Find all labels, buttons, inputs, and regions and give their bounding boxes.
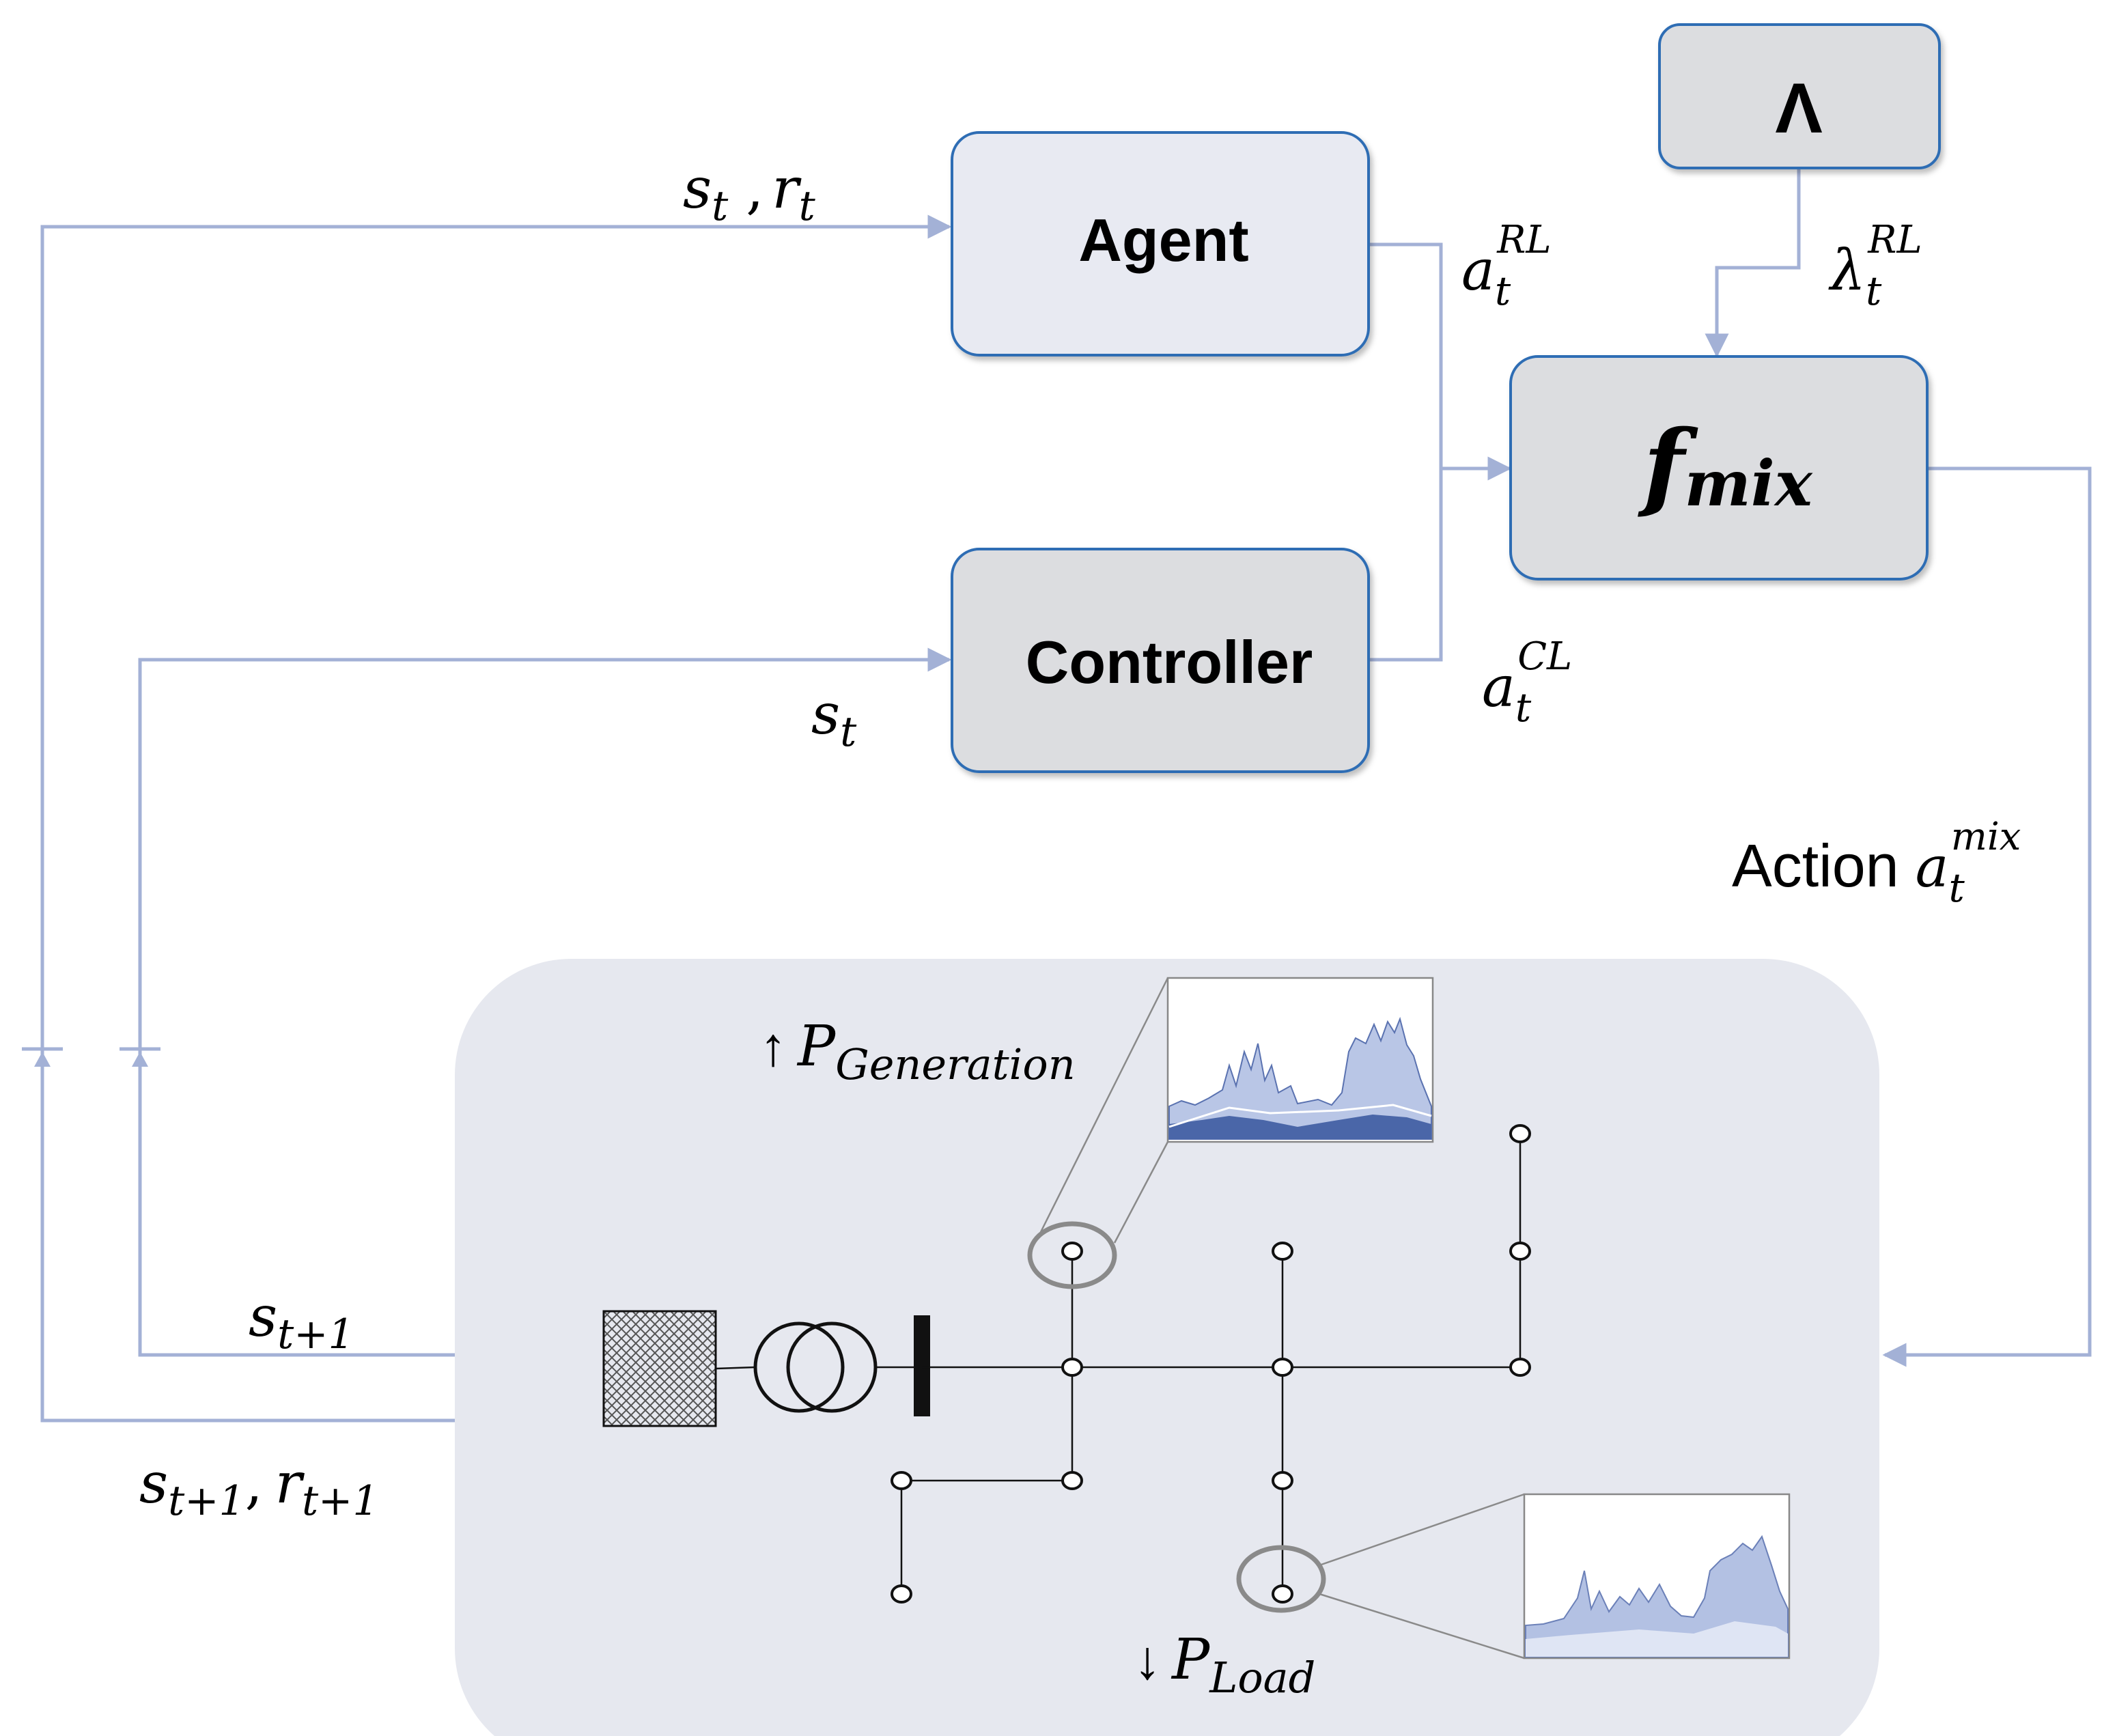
lambda-block[interactable]: Λ (1658, 23, 1941, 169)
busbar (914, 1315, 930, 1416)
lambda-signal-label: λtRL (1828, 218, 1922, 314)
agent-output-wire (1368, 242, 1443, 468)
generation-label: ↑PGeneration (759, 1014, 1076, 1089)
lambda-label: Λ (1775, 69, 1822, 148)
action-wire (1882, 466, 2092, 1367)
next-state-label: st+1 (249, 1285, 354, 1358)
generation-zoom (1027, 977, 1434, 1289)
agent-action-label: atRL (1461, 218, 1552, 314)
load-label: ↓PLoad (1134, 1627, 1315, 1703)
controller-action-label: atCL (1482, 634, 1572, 731)
external-grid (602, 1310, 717, 1427)
lambda-wire (1705, 168, 1801, 358)
state-reward-feedback-wire (40, 1052, 455, 1423)
power-grid: ↑PGeneration ↓PLoad (602, 977, 1791, 1703)
next-state-reward-label: st+1,rt+1 (139, 1451, 379, 1525)
agent-block[interactable]: Agent (951, 131, 1370, 356)
agent-label: Agent (1078, 206, 1248, 274)
load-zoom (1236, 1493, 1791, 1660)
state-label: st (811, 682, 857, 756)
controller-block[interactable]: Controller (951, 548, 1370, 773)
signal-wires (22, 168, 2092, 1423)
controller-output-wire (1368, 468, 1443, 662)
bus-nodes (891, 1124, 1531, 1604)
environment-panel (455, 959, 1879, 1736)
state-feedback-wire (138, 1052, 455, 1357)
fmix-block[interactable]: fmix (1509, 355, 1929, 580)
controller-label: Controller (1026, 628, 1313, 696)
state-reward-label: st ,rt (683, 156, 816, 230)
